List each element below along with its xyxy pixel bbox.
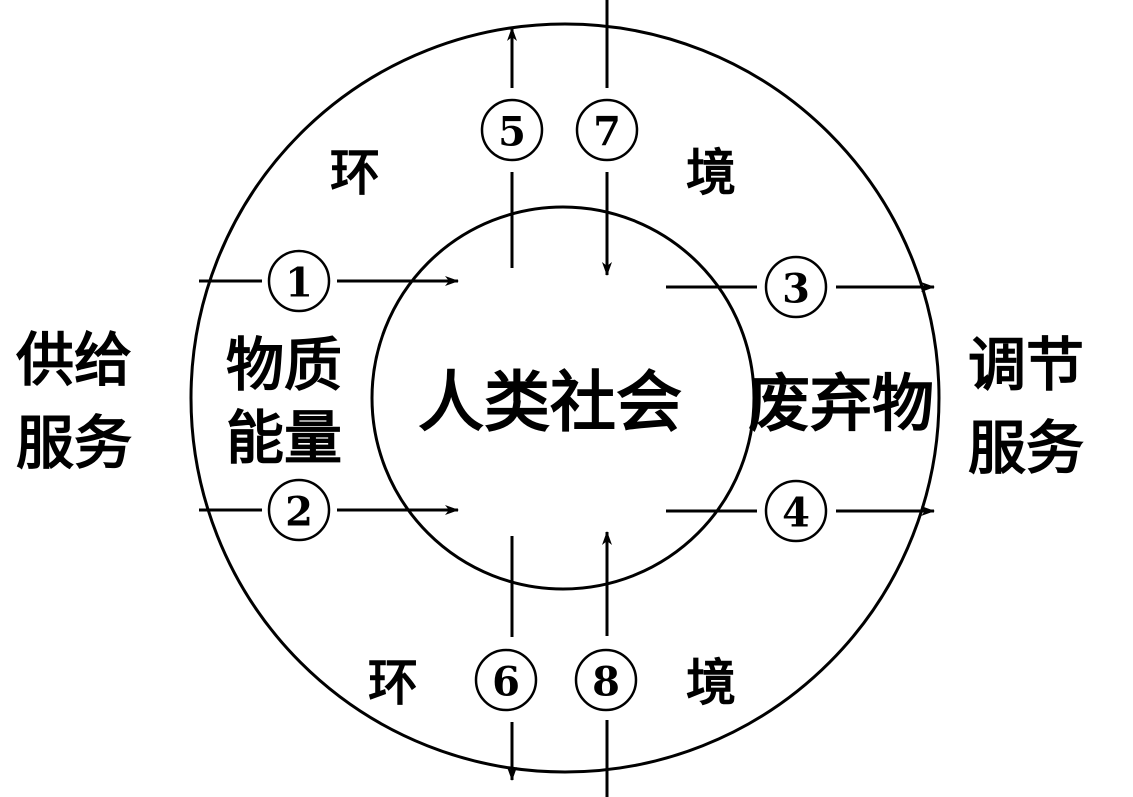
ring-label-bottom-right: 境 (686, 653, 736, 712)
flow-5-badge (480, 98, 544, 162)
flow-3-badge (764, 255, 828, 319)
flow-7: 7 (575, 0, 639, 276)
flow-2-label: 2 (285, 489, 313, 536)
flow-2: 2 (199, 478, 459, 542)
left-outer-label-line-2: 服务 (16, 409, 132, 477)
flow-8: 8 (574, 531, 638, 797)
flow-3-label: 3 (782, 266, 810, 313)
flow-6-label: 6 (492, 659, 520, 706)
flow-1: 1 (199, 249, 459, 313)
ring-label-top-right: 境 (686, 143, 736, 202)
flow-8-label: 8 (592, 659, 620, 706)
flow-6-badge (474, 648, 538, 712)
flow-4-badge (764, 479, 828, 543)
flow-4: 4 (666, 479, 935, 543)
ring-label-top-left: 环 (330, 143, 380, 202)
ring-label-bottom-left: 环 (368, 653, 418, 712)
right-inner-label-waste: 废弃物 (748, 367, 934, 440)
flow-4-label: 4 (782, 490, 810, 537)
flow-5: 5 (480, 27, 544, 268)
left-outer-label-line-1: 供给 (15, 326, 132, 394)
center-label-human-society: 人类社会 (418, 363, 682, 441)
inner-ring-human-society (370, 205, 756, 591)
flow-8-badge (574, 648, 638, 712)
flow-3: 3 (666, 255, 935, 319)
outer-ring-environment (189, 22, 941, 774)
right-outer-label-line-1: 调节 (968, 331, 1084, 399)
flow-2-badge (267, 478, 331, 542)
flow-1-badge (267, 249, 331, 313)
flow-7-badge (575, 98, 639, 162)
flow-1-label: 1 (285, 260, 313, 307)
flow-7-label: 7 (593, 109, 621, 156)
right-outer-label-line-2: 服务 (968, 414, 1084, 482)
flow-5-label: 5 (498, 109, 526, 156)
flow-6: 6 (474, 536, 538, 781)
left-inner-label-line-2: 能量 (226, 404, 342, 472)
left-inner-label-line-1: 物质 (226, 331, 342, 399)
